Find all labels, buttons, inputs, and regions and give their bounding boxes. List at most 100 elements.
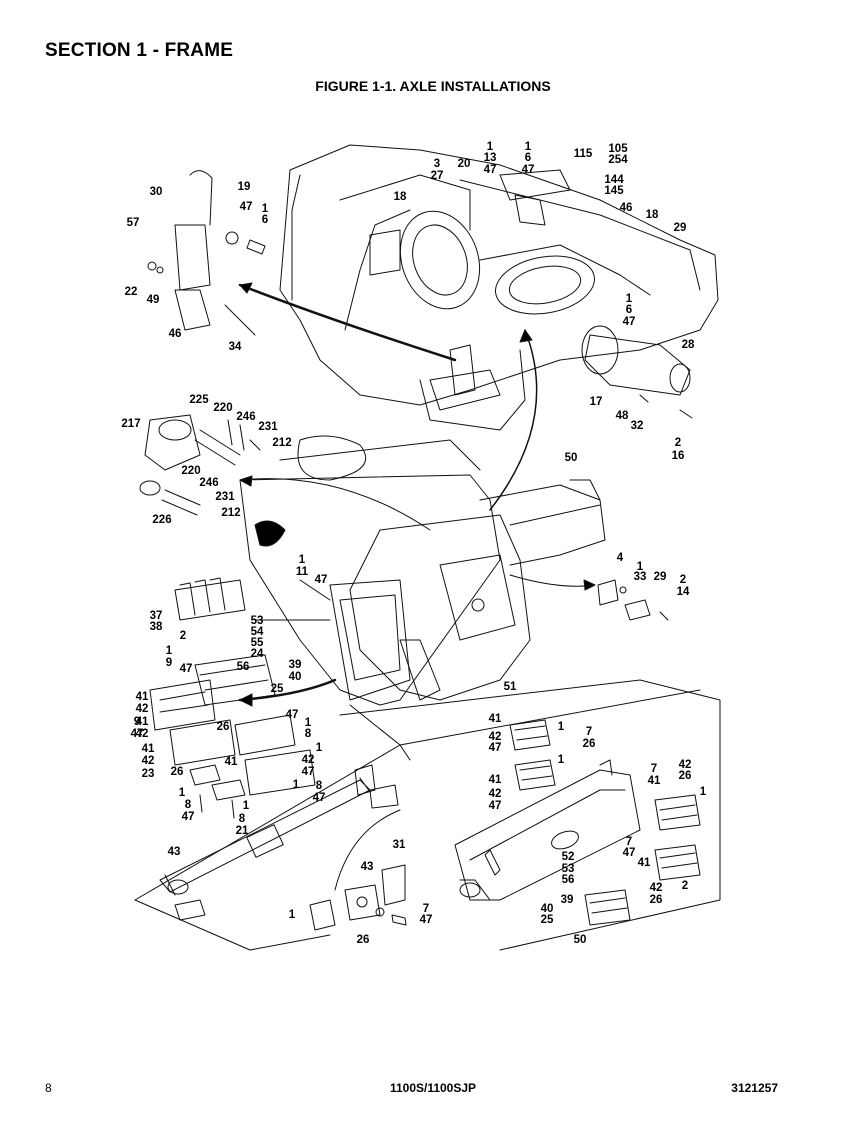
- callout-label: 47: [286, 709, 299, 721]
- callout-label: 34: [229, 341, 242, 353]
- callout-label: 231: [258, 421, 278, 433]
- callout-label: 8: [239, 813, 246, 825]
- callout-label: 39: [561, 894, 574, 906]
- callout-label: 7: [586, 726, 592, 738]
- figure-title: FIGURE 1-1. AXLE INSTALLATIONS: [315, 78, 551, 94]
- callout-label: 42: [142, 755, 155, 767]
- callout-label: 9: [134, 716, 140, 728]
- callout-label: 49: [147, 294, 160, 306]
- callout-label: 2: [682, 880, 688, 892]
- callout-label: 46: [169, 328, 182, 340]
- callout-label: 47: [489, 742, 502, 754]
- callout-label: 29: [674, 222, 687, 234]
- callout-label: 56: [237, 661, 250, 673]
- callout-label: 41: [136, 691, 149, 703]
- callout-label: 47: [623, 316, 636, 328]
- callout-label: 43: [168, 846, 181, 858]
- callout-label: 32: [631, 420, 644, 432]
- callout-label: 14: [677, 586, 690, 598]
- callout-label: 1: [293, 779, 300, 791]
- callout-label: 40: [289, 671, 302, 683]
- callout-label: 9: [166, 657, 172, 669]
- callout-label: 47: [131, 728, 144, 740]
- callout-label: 51: [504, 681, 517, 693]
- callout-label: 47: [522, 164, 535, 176]
- callout-label: 53: [562, 863, 575, 875]
- callout-label: 23: [142, 768, 155, 780]
- callout-label: 17: [590, 396, 603, 408]
- callout-label: 1: [558, 721, 565, 733]
- callout-label: 231: [215, 491, 235, 503]
- document-number: 3121257: [731, 1081, 778, 1095]
- callout-label: 1: [700, 786, 707, 798]
- callout-label: 246: [236, 411, 255, 423]
- callout-label: 7: [651, 763, 657, 775]
- callout-label: 47: [484, 164, 497, 176]
- callout-label: 47: [302, 766, 315, 778]
- callout-label: 25: [541, 914, 554, 926]
- callout-label: 46: [620, 202, 633, 214]
- callout-label: 39: [289, 659, 302, 671]
- callout-label: 2: [180, 630, 186, 642]
- callout-label: 33: [634, 571, 647, 583]
- callout-label: 24: [251, 648, 264, 660]
- callout-label: 48: [616, 410, 629, 422]
- callout-label: 47: [313, 792, 326, 804]
- callout-label: 47: [182, 811, 195, 823]
- callout-label: 18: [394, 191, 407, 203]
- callout-label: 6: [626, 304, 632, 316]
- callout-label: 1: [626, 293, 633, 305]
- callout-label: 26: [217, 721, 230, 733]
- callout-label: 42: [302, 754, 315, 766]
- callout-label: 225: [189, 394, 209, 406]
- callout-label: 47: [420, 914, 433, 926]
- callout-label: 57: [127, 217, 140, 229]
- callout-label: 246: [199, 477, 218, 489]
- callout-label: 8: [305, 728, 312, 740]
- callout-label: 56: [562, 874, 575, 886]
- callout-label: 226: [152, 514, 171, 526]
- callout-label: 41: [648, 775, 661, 787]
- callout-label: 1: [299, 554, 306, 566]
- callout-label: 41: [142, 743, 155, 755]
- callout-label: 115: [574, 148, 593, 160]
- callout-label: 26: [650, 894, 663, 906]
- callout-label: 42: [136, 703, 149, 715]
- callout-label: 54: [251, 626, 264, 638]
- callout-label: 217: [121, 418, 140, 430]
- callout-label: 25: [271, 683, 284, 695]
- callout-label: 1: [305, 717, 312, 729]
- callout-label: 43: [361, 861, 374, 873]
- callout-label: 41: [225, 756, 238, 768]
- callout-label: 47: [180, 663, 193, 675]
- callout-label: 31: [393, 839, 406, 851]
- callout-label: 1: [166, 645, 173, 657]
- callout-label: 40: [541, 903, 554, 915]
- callout-label: 22: [125, 286, 138, 298]
- callout-label: 8: [185, 799, 192, 811]
- callout-label: 13: [484, 152, 497, 164]
- callout-label: 41: [136, 716, 149, 728]
- callout-label: 42: [489, 788, 502, 800]
- callout-label: 144: [604, 174, 624, 186]
- callout-label: 254: [608, 154, 628, 166]
- callout-label: 1: [558, 754, 565, 766]
- diagram-linework: [134, 144, 721, 951]
- callout-label: 47: [623, 847, 636, 859]
- callout-label: 11: [296, 566, 309, 578]
- callout-label: 16: [672, 450, 685, 462]
- callout-label: 41: [489, 774, 502, 786]
- callout-label: 42: [136, 728, 149, 740]
- callout-label: 105: [608, 143, 628, 155]
- callout-label: 26: [171, 766, 184, 778]
- callout-label: 50: [565, 452, 578, 464]
- callout-label: 42: [489, 731, 502, 743]
- callout-label: 50: [574, 934, 587, 946]
- callout-label: 1: [179, 787, 186, 799]
- callout-label: 21: [236, 825, 249, 837]
- callout-label: 19: [238, 181, 251, 193]
- callout-label: 47: [240, 201, 253, 213]
- callout-label: 42: [679, 759, 692, 771]
